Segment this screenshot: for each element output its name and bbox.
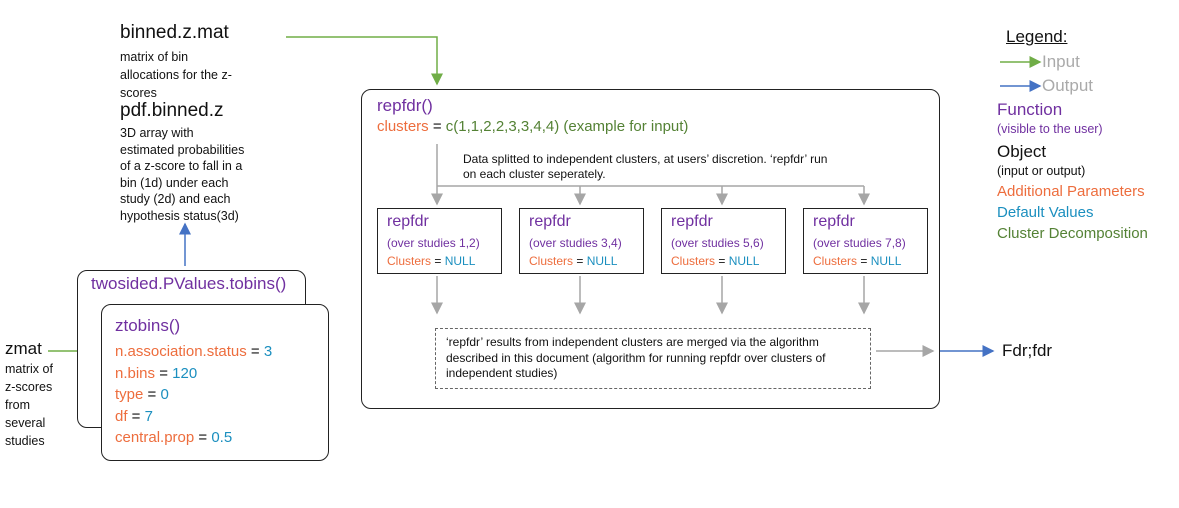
- legend-defaults: Default Values: [997, 204, 1094, 221]
- desc-line: studies: [5, 434, 45, 448]
- param-value: 0.5: [211, 429, 233, 446]
- param-name: Clusters: [813, 254, 858, 268]
- note-line: on each cluster seperately.: [463, 167, 606, 181]
- desc-line: estimated probabilities: [120, 142, 245, 157]
- param-row: df = 7: [115, 406, 272, 428]
- desc-line: hypothesis status(3d): [120, 208, 239, 223]
- legend-title: Legend:: [1006, 27, 1068, 46]
- param-name: type: [115, 386, 144, 403]
- sub-clusters: Clusters = NULL: [671, 254, 759, 268]
- merge-note: ‘repfdr’ results from independent cluste…: [446, 335, 826, 382]
- note-line: described in this document (algorithm fo…: [446, 350, 826, 365]
- sub-over: (over studies 1,2): [387, 236, 480, 250]
- ztobins-params: n.association.status = 3 n.bins = 120 ty…: [115, 341, 272, 449]
- legend-output-label: Output: [1042, 76, 1094, 95]
- param-eq: =: [573, 254, 587, 268]
- legend-object: Object: [997, 142, 1047, 161]
- ztobins-function-box: ztobins() n.association.status = 3 n.bin…: [101, 304, 329, 461]
- repfdr-sub-box-3: repfdr (over studies 5,6) Clusters = NUL…: [661, 208, 786, 274]
- param-name: Clusters: [529, 254, 574, 268]
- param-value: c(1,1,2,2,3,3,4,4) (example for input): [445, 118, 689, 135]
- param-name: n.association.status: [115, 343, 247, 360]
- param-eq: =: [431, 254, 445, 268]
- param-value: NULL: [444, 254, 476, 268]
- sub-title: repfdr: [813, 213, 855, 230]
- pdf-binned-z-desc: 3D array with estimated probabilities of…: [120, 125, 244, 224]
- param-eq: =: [194, 429, 212, 446]
- zmat-desc: matrix of z-scores from several studies: [5, 360, 53, 450]
- ztobins-title: ztobins(): [115, 316, 181, 335]
- legend-input-label: Input: [1042, 52, 1080, 71]
- repfdr-clusters-param: clusters = c(1,1,2,2,3,3,4,4) (example f…: [377, 118, 688, 135]
- sub-clusters: Clusters = NULL: [387, 254, 475, 268]
- sub-clusters: Clusters = NULL: [529, 254, 617, 268]
- param-value: NULL: [870, 254, 902, 268]
- param-name: Clusters: [671, 254, 716, 268]
- desc-line: bin (1d) under each: [120, 175, 229, 190]
- split-note: Data splitted to independent clusters, a…: [463, 152, 827, 182]
- param-eq: =: [143, 386, 161, 403]
- zmat-label: zmat: [5, 339, 42, 358]
- sub-over: (over studies 7,8): [813, 236, 906, 250]
- param-value: NULL: [586, 254, 618, 268]
- param-name: central.prop: [115, 429, 195, 446]
- desc-line: allocations for the z-: [120, 68, 232, 82]
- note-line: ‘repfdr’ results from independent cluste…: [446, 335, 819, 349]
- repfdr-sub-box-1: repfdr (over studies 1,2) Clusters = NUL…: [377, 208, 502, 274]
- desc-line: study (2d) and each: [120, 192, 231, 206]
- param-value: 120: [172, 364, 198, 382]
- note-line: independent studies): [446, 366, 558, 380]
- binned-z-mat-label: binned.z.mat: [120, 22, 229, 43]
- note-line: Data splitted to independent clusters, a…: [463, 152, 828, 166]
- repfdr-sub-box-4: repfdr (over studies 7,8) Clusters = NUL…: [803, 208, 928, 274]
- param-eq: =: [857, 254, 871, 268]
- param-name: clusters: [377, 118, 429, 135]
- legend-object-note: (input or output): [997, 164, 1086, 178]
- repfdr-title: repfdr(): [377, 96, 433, 115]
- sub-over: (over studies 5,6): [671, 236, 764, 250]
- param-value: 7: [144, 407, 153, 425]
- param-value: 0: [160, 386, 169, 403]
- pdf-binned-z-label: pdf.binned.z: [120, 100, 224, 121]
- sub-clusters: Clusters = NULL: [813, 254, 901, 268]
- desc-line: 3D array with: [120, 126, 194, 140]
- param-row: n.bins = 120: [115, 363, 272, 385]
- binned-to-repfdr-arrow: [286, 36, 443, 86]
- repfdr-function-box: repfdr() clusters = c(1,1,2,2,3,3,4,4) (…: [361, 89, 940, 409]
- param-eq: =: [246, 343, 264, 360]
- sub-title: repfdr: [529, 213, 571, 230]
- sub-over: (over studies 3,4): [529, 236, 622, 250]
- param-row: n.association.status = 3: [115, 341, 272, 363]
- twosided-title: twosided.PValues.tobins(): [91, 274, 287, 293]
- param-name: df: [115, 407, 128, 425]
- repfdr-sub-box-2: repfdr (over studies 3,4) Clusters = NUL…: [519, 208, 644, 274]
- desc-line: from: [5, 398, 30, 412]
- param-row: central.prop = 0.5: [115, 427, 272, 449]
- desc-line: several: [5, 416, 46, 430]
- desc-line: of a z-score to fall in a: [120, 159, 243, 173]
- merge-note-box: ‘repfdr’ results from independent cluste…: [435, 328, 871, 389]
- param-name: Clusters: [387, 254, 432, 268]
- sub-title: repfdr: [387, 213, 429, 230]
- param-eq: =: [127, 407, 145, 425]
- param-value: 3: [263, 343, 273, 360]
- desc-line: scores: [120, 86, 157, 100]
- legend-cluster: Cluster Decomposition: [997, 225, 1148, 242]
- desc-line: matrix of bin: [120, 50, 189, 64]
- sub-title: repfdr: [671, 213, 713, 230]
- desc-line: z-scores: [5, 380, 53, 394]
- param-eq: =: [715, 254, 729, 268]
- param-eq: =: [155, 364, 173, 382]
- desc-line: matrix of: [5, 362, 53, 376]
- param-eq: =: [428, 118, 446, 135]
- legend-function-note: (visible to the user): [997, 122, 1103, 136]
- param-row: type = 0: [115, 384, 272, 406]
- param-value: NULL: [728, 254, 760, 268]
- legend-additional: Additional Parameters: [997, 183, 1145, 200]
- final-output-label: Fdr;fdr: [1002, 341, 1053, 360]
- legend-function: Function: [997, 100, 1063, 119]
- param-name: n.bins: [115, 364, 156, 382]
- binned-z-mat-desc: matrix of bin allocations for the z- sco…: [120, 48, 232, 102]
